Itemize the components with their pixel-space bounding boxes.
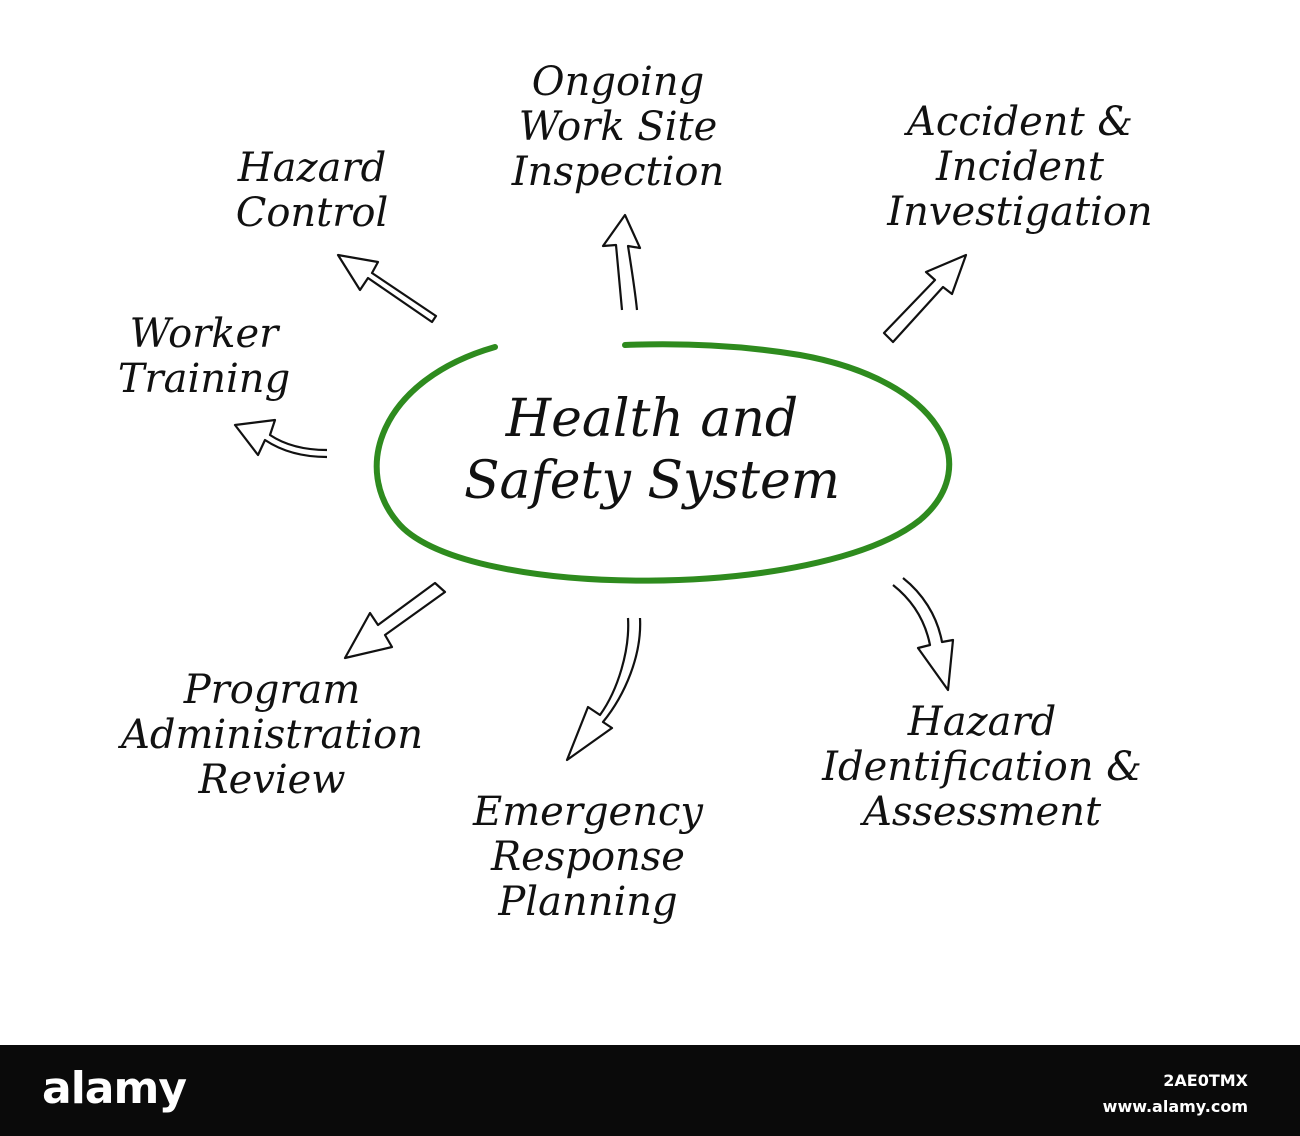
center-title-line: Safety System xyxy=(463,451,841,512)
branch-line: Planning xyxy=(498,878,678,925)
branch-line: Incident xyxy=(936,143,1104,190)
branch-line: Review xyxy=(198,756,346,803)
arrow-hazard-identification xyxy=(892,577,955,692)
branch-line: Emergency xyxy=(473,789,703,835)
arrow-program-review xyxy=(343,581,447,660)
footer-bar: alamy 2AE0TMX www.alamy.com xyxy=(0,1045,1300,1136)
diagram-canvas: Health and Safety System Worker Training… xyxy=(117,59,1153,924)
center-ellipse xyxy=(373,341,953,584)
branch-line: Control xyxy=(235,189,389,236)
site-url: www.alamy.com xyxy=(1102,1097,1248,1116)
branch-line: Work Site xyxy=(518,103,718,150)
branch-accident-investigation: Accident & Incident Investigation xyxy=(887,100,1152,234)
branch-emergency-planning: Emergency Response Planning xyxy=(473,790,703,924)
branch-line: Assessment xyxy=(862,788,1102,835)
branch-line: Program xyxy=(183,667,361,713)
branch-ongoing-inspection: Ongoing Work Site Inspection xyxy=(512,60,724,194)
branch-line: Administration xyxy=(120,711,424,758)
branch-hazard-identification: Hazard Identification & Assessment xyxy=(822,700,1142,834)
arrows-layer xyxy=(233,213,968,762)
branch-line: Investigation xyxy=(887,188,1153,235)
arrow-ongoing-inspection xyxy=(601,213,642,311)
arrow-accident-investigation xyxy=(882,253,968,344)
branch-worker-training: Worker Training xyxy=(118,312,290,402)
arrow-hazard-control xyxy=(336,253,438,324)
branch-line: Ongoing xyxy=(531,59,705,105)
center-title: Health and Safety System xyxy=(464,388,840,513)
center-title-line: Health and xyxy=(505,389,799,449)
branch-program-review: Program Administration Review xyxy=(121,668,423,802)
branch-line: Worker xyxy=(129,311,279,357)
arrow-worker-training xyxy=(233,418,328,459)
branch-line: Training xyxy=(117,355,291,402)
logo: alamy xyxy=(42,1063,187,1114)
arrow-emergency-planning xyxy=(565,617,642,762)
branch-hazard-control: Hazard Control xyxy=(236,146,389,236)
branch-line: Response xyxy=(491,833,685,880)
image-id: 2AE0TMX xyxy=(1163,1071,1248,1090)
branch-line: Inspection xyxy=(511,148,725,195)
branch-line: Accident & xyxy=(907,99,1133,145)
branch-line: Hazard xyxy=(237,145,387,191)
branch-line: Identification & xyxy=(822,743,1142,790)
branch-line: Hazard xyxy=(907,699,1057,745)
